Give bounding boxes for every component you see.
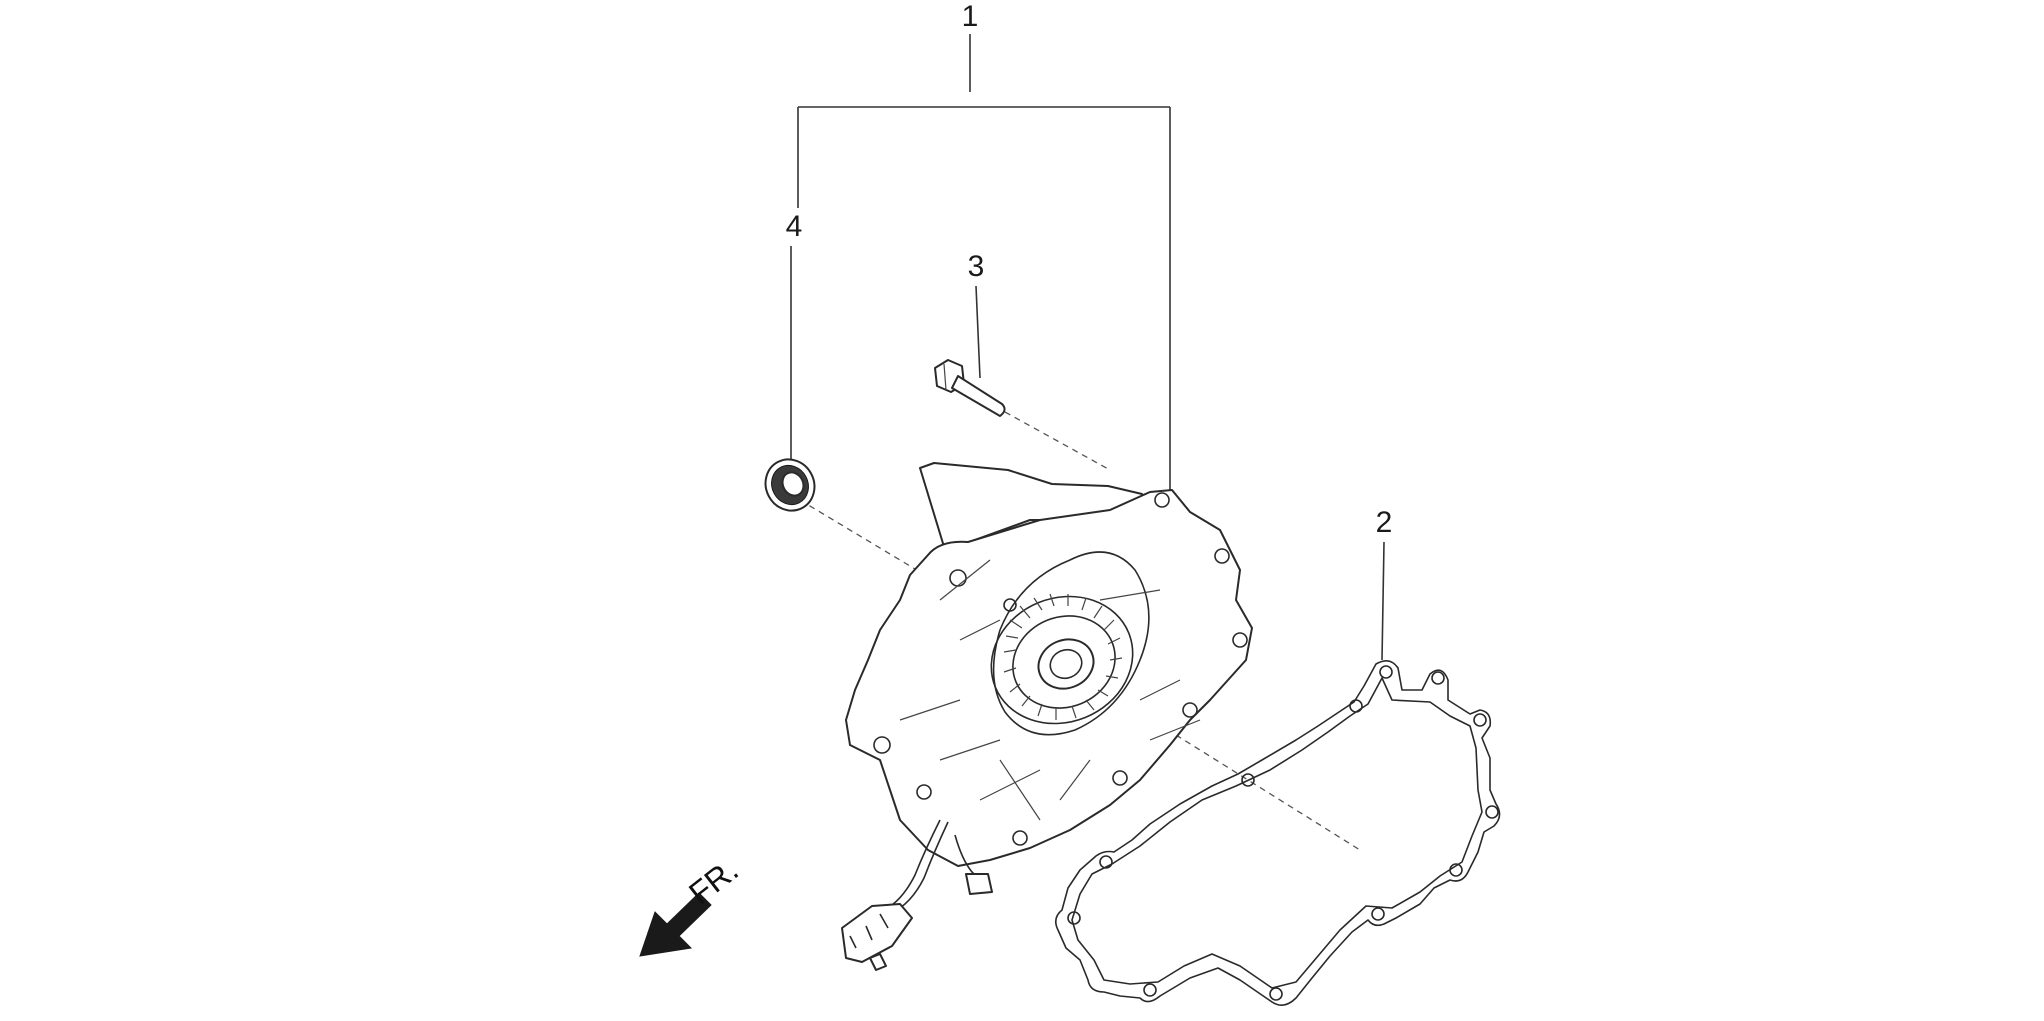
front-direction-arrow-icon: [639, 892, 712, 957]
front-direction-indicator: FR.: [639, 851, 745, 957]
oil-seal: [764, 458, 816, 512]
cover-bolt-holes: [873, 492, 1248, 846]
bolt-hole: [1012, 830, 1028, 846]
bolt-hole: [1112, 770, 1128, 786]
gasket-hole: [1269, 987, 1283, 1001]
harness-connector: [841, 903, 913, 971]
bolt-hole: [1154, 492, 1170, 508]
cover-gasket: [1054, 660, 1501, 1006]
leader-line-1: [797, 34, 1171, 492]
bolt-shank: [951, 375, 1006, 417]
bolt-hole: [916, 784, 932, 800]
gasket-hole: [1371, 907, 1385, 921]
stator-outer-ring: [990, 595, 1134, 725]
gasket-hole: [1143, 983, 1157, 997]
stator-hub-bore: [1049, 648, 1083, 680]
gasket-hole: [1473, 713, 1487, 727]
stator-hub: [1037, 638, 1095, 690]
callout-3: 3: [968, 250, 985, 379]
callout-label-1: 1: [962, 0, 979, 33]
cover-ribs: [899, 559, 1201, 821]
leader-line-3: [975, 285, 981, 379]
stator-coil: [990, 593, 1134, 725]
oil-seal-inner: [781, 471, 805, 497]
harness-connector-small: [965, 873, 993, 895]
callout-1: 1: [797, 0, 1171, 492]
callout-label-2: 2: [1376, 506, 1393, 539]
bolt-hole: [1003, 598, 1017, 612]
stator-poles: [1003, 593, 1123, 720]
harness-cable: [891, 819, 949, 909]
gasket-bolt-holes: [1067, 665, 1499, 1001]
oil-seal-axis-line: [799, 499, 1001, 621]
flange-bolt: [934, 359, 1006, 417]
cover-rim-detail: [992, 551, 1150, 736]
gasket-hole: [1379, 665, 1393, 679]
gasket-hole: [1099, 855, 1113, 869]
bolt-hole: [1232, 632, 1248, 648]
gasket-hole: [1241, 773, 1255, 787]
gasket-hole: [1067, 911, 1081, 925]
bolt-hole: [1214, 548, 1230, 564]
callout-2: 2: [1376, 506, 1393, 661]
bolt-axis-line: [1004, 411, 1111, 471]
bolt-hole: [1182, 702, 1198, 718]
connector-housing: [841, 903, 913, 963]
wire-harness: [891, 819, 993, 909]
generator-cover-assembly: [841, 462, 1253, 971]
bolt-hole: [873, 736, 891, 754]
gasket-outline: [1054, 660, 1501, 1006]
gasket-hole: [1431, 671, 1445, 685]
gasket-hole: [1449, 863, 1463, 877]
callout-4: 4: [786, 210, 803, 462]
connector-latch: [849, 913, 889, 949]
gasket-hole: [1349, 699, 1363, 713]
bolt-flange-ring: [943, 363, 947, 391]
gasket-hole: [1485, 805, 1499, 819]
callout-label-3: 3: [968, 250, 985, 283]
callout-label-4: 4: [786, 210, 803, 243]
gasket-inner-outline: [1071, 677, 1483, 989]
harness-branch: [954, 834, 981, 881]
leader-line-2: [1381, 541, 1385, 661]
connector-tip: [869, 953, 887, 971]
